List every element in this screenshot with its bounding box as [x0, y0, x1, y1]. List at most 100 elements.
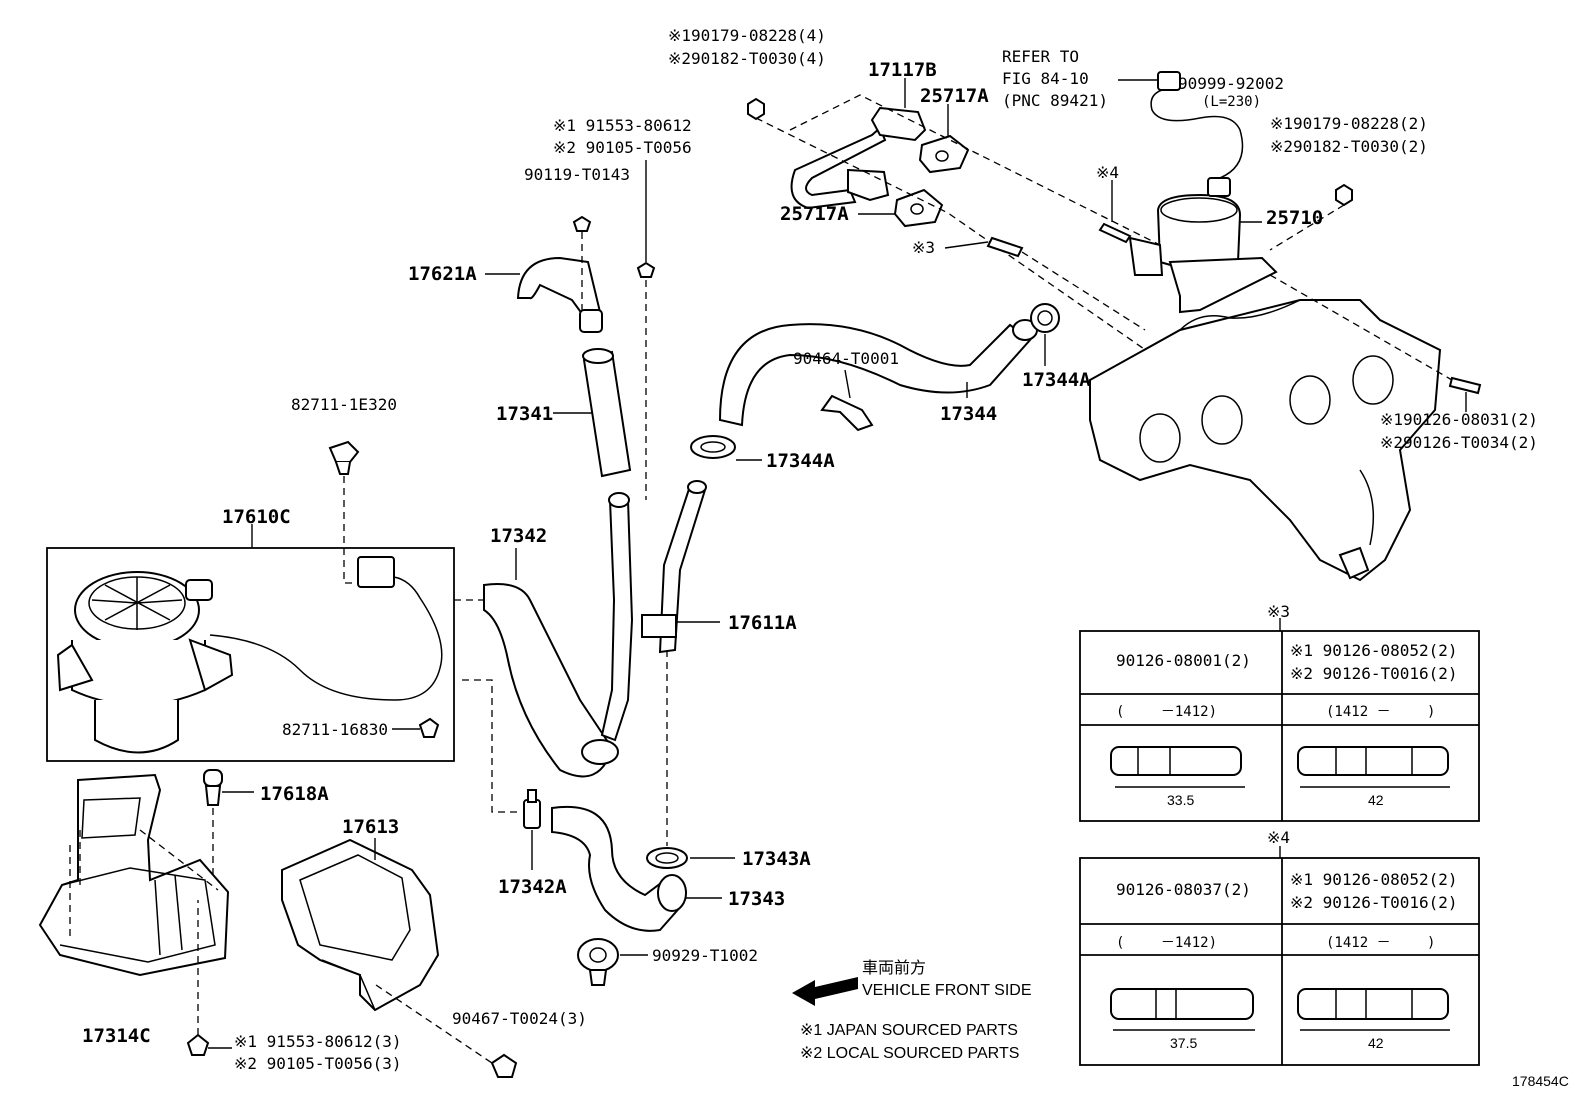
- assembly-frame: [46, 547, 455, 762]
- note-japan-sourced: ※1 JAPAN SOURCED PARTS: [800, 1022, 1018, 1039]
- table3-left-range: ( －1412): [1116, 704, 1217, 720]
- exhaust-manifold: [1089, 274, 1482, 582]
- label-stud-right-1: ※190126-08031(2): [1380, 410, 1538, 429]
- label-nut-top-1: ※190179-08228(4): [668, 26, 826, 45]
- label-82711-16830: 82711-16830: [282, 720, 388, 739]
- nut-upper-left: [747, 94, 1191, 361]
- bracket-17314c: [38, 773, 230, 977]
- nut-right-icon: [1335, 183, 1353, 207]
- cap-90929: [577, 938, 648, 986]
- label-mark3: ※3: [912, 238, 935, 257]
- tube-17611a: [600, 480, 720, 742]
- stud-mark3: [944, 236, 1146, 331]
- label-bolt-bottom-2: ※2 90105-T0056(3): [234, 1054, 402, 1073]
- stud-right-icon: [1448, 376, 1482, 395]
- label-ref-2: FIG 84-10: [1002, 69, 1089, 88]
- label-90999: 90999-92002: [1178, 74, 1284, 93]
- label-17618a: 17618A: [260, 783, 329, 805]
- label-17314c: 17314C: [82, 1025, 151, 1047]
- label-stud-right-2: ※290126-T0034(2): [1380, 433, 1538, 452]
- pipe-17117b: [790, 78, 927, 210]
- valve-17342a: [454, 599, 541, 870]
- gasket-25717a-top: [918, 104, 970, 174]
- table3-right-part-2: ※2 90126-T0016(2): [1290, 664, 1458, 683]
- bolt-90119-icon: [572, 215, 592, 232]
- tube-bracket: [641, 614, 677, 638]
- clamp-17344a-lower: [690, 435, 762, 461]
- table3-right-part-1: ※1 90126-08052(2): [1290, 641, 1458, 660]
- stud-drawing-right: [1297, 746, 1449, 776]
- stud-mark4-icon: [1098, 222, 1132, 244]
- valve-25710: [1098, 71, 1353, 314]
- label-82711-1e320: 82711-1E320: [291, 395, 397, 414]
- label-17344: 17344: [940, 403, 997, 425]
- table4-left-range: ( －1412): [1116, 935, 1217, 951]
- table4-left-length: 37.5: [1170, 1035, 1197, 1051]
- air-pump-assembly: [46, 524, 455, 762]
- pump-connector: [357, 556, 395, 588]
- spec-table-mark4: [1079, 846, 1480, 1066]
- label-17342a: 17342A: [498, 876, 567, 898]
- spec-table-mark3: [1079, 618, 1480, 822]
- grommet-icon: [418, 717, 440, 738]
- clip-90464: [820, 369, 874, 432]
- bolt-17618a: [203, 769, 254, 880]
- stud-drawing-left: [1110, 746, 1242, 776]
- label-17341: 17341: [496, 403, 553, 425]
- label-17343a: 17343A: [742, 848, 811, 870]
- hose-17621a: [485, 160, 656, 500]
- gasket-25717a-bot: [858, 188, 944, 228]
- vehicle-front-arrow: [792, 977, 858, 1006]
- bolt-top-icon: [636, 261, 656, 278]
- table4-right-part-2: ※2 90126-T0016(2): [1290, 893, 1458, 912]
- label-17117b: 17117B: [868, 59, 937, 81]
- label-17611a: 17611A: [728, 612, 797, 634]
- label-90929: 90929-T1002: [652, 946, 758, 965]
- hose-17341: [553, 348, 632, 478]
- table3-right-range: (1412 － ): [1326, 704, 1435, 720]
- bolt-bottom: [186, 900, 232, 1056]
- label-25710: 25710: [1266, 207, 1323, 229]
- table3-right-length: 42: [1368, 792, 1384, 808]
- label-nut-right-1: ※190179-08228(2): [1270, 114, 1428, 133]
- table4-right-length: 42: [1368, 1035, 1384, 1051]
- direction-en: VEHICLE FRONT SIDE: [862, 982, 1032, 999]
- label-90464: 90464-T0001: [793, 349, 899, 368]
- label-90999-length: (L=230): [1202, 94, 1261, 110]
- label-ref-1: REFER TO: [1002, 47, 1079, 66]
- label-nut-right-2: ※290182-T0030(2): [1270, 137, 1428, 156]
- sensor-82711-1e320: [328, 440, 360, 584]
- clamp-17343a: [646, 650, 735, 869]
- label-mark4: ※4: [1096, 163, 1119, 182]
- table4-left-part: 90126-08037(2): [1116, 880, 1251, 899]
- label-17344a-left: 17344A: [766, 450, 835, 472]
- label-25717a-bot: 25717A: [780, 203, 849, 225]
- label-ref-3: (PNC 89421): [1002, 91, 1108, 110]
- label-17610c: 17610C: [222, 506, 291, 528]
- table4-right-range: (1412 － ): [1326, 935, 1435, 951]
- stud-drawing-left-b: [1110, 988, 1254, 1020]
- hose-17344: [718, 319, 1038, 427]
- label-90467: 90467-T0024(3): [452, 1009, 587, 1028]
- table3-mark: ※3: [1267, 602, 1290, 621]
- label-17343: 17343: [728, 888, 785, 910]
- label-17613: 17613: [342, 816, 399, 838]
- figure-code: 178454C: [1512, 1073, 1569, 1089]
- arrow-left-icon: [792, 977, 858, 1006]
- hose-17342: [483, 548, 619, 778]
- stud-drawing-right-b: [1297, 988, 1449, 1020]
- label-90119: 90119-T0143: [524, 165, 630, 184]
- hose-17343: [551, 805, 722, 932]
- label-17344a-right: 17344A: [1022, 369, 1091, 391]
- label-bolt-top-1: ※1 91553-80612: [553, 116, 692, 135]
- label-25717a-top: 25717A: [920, 85, 989, 107]
- label-17621a: 17621A: [408, 263, 477, 285]
- label-17342: 17342: [490, 525, 547, 547]
- bracket-17613: [281, 838, 518, 1078]
- table4-mark: ※4: [1267, 828, 1290, 847]
- note-local-sourced: ※2 LOCAL SOURCED PARTS: [800, 1045, 1019, 1062]
- label-bolt-top-2: ※2 90105-T0056: [553, 138, 692, 157]
- table3-left-length: 33.5: [1167, 792, 1194, 808]
